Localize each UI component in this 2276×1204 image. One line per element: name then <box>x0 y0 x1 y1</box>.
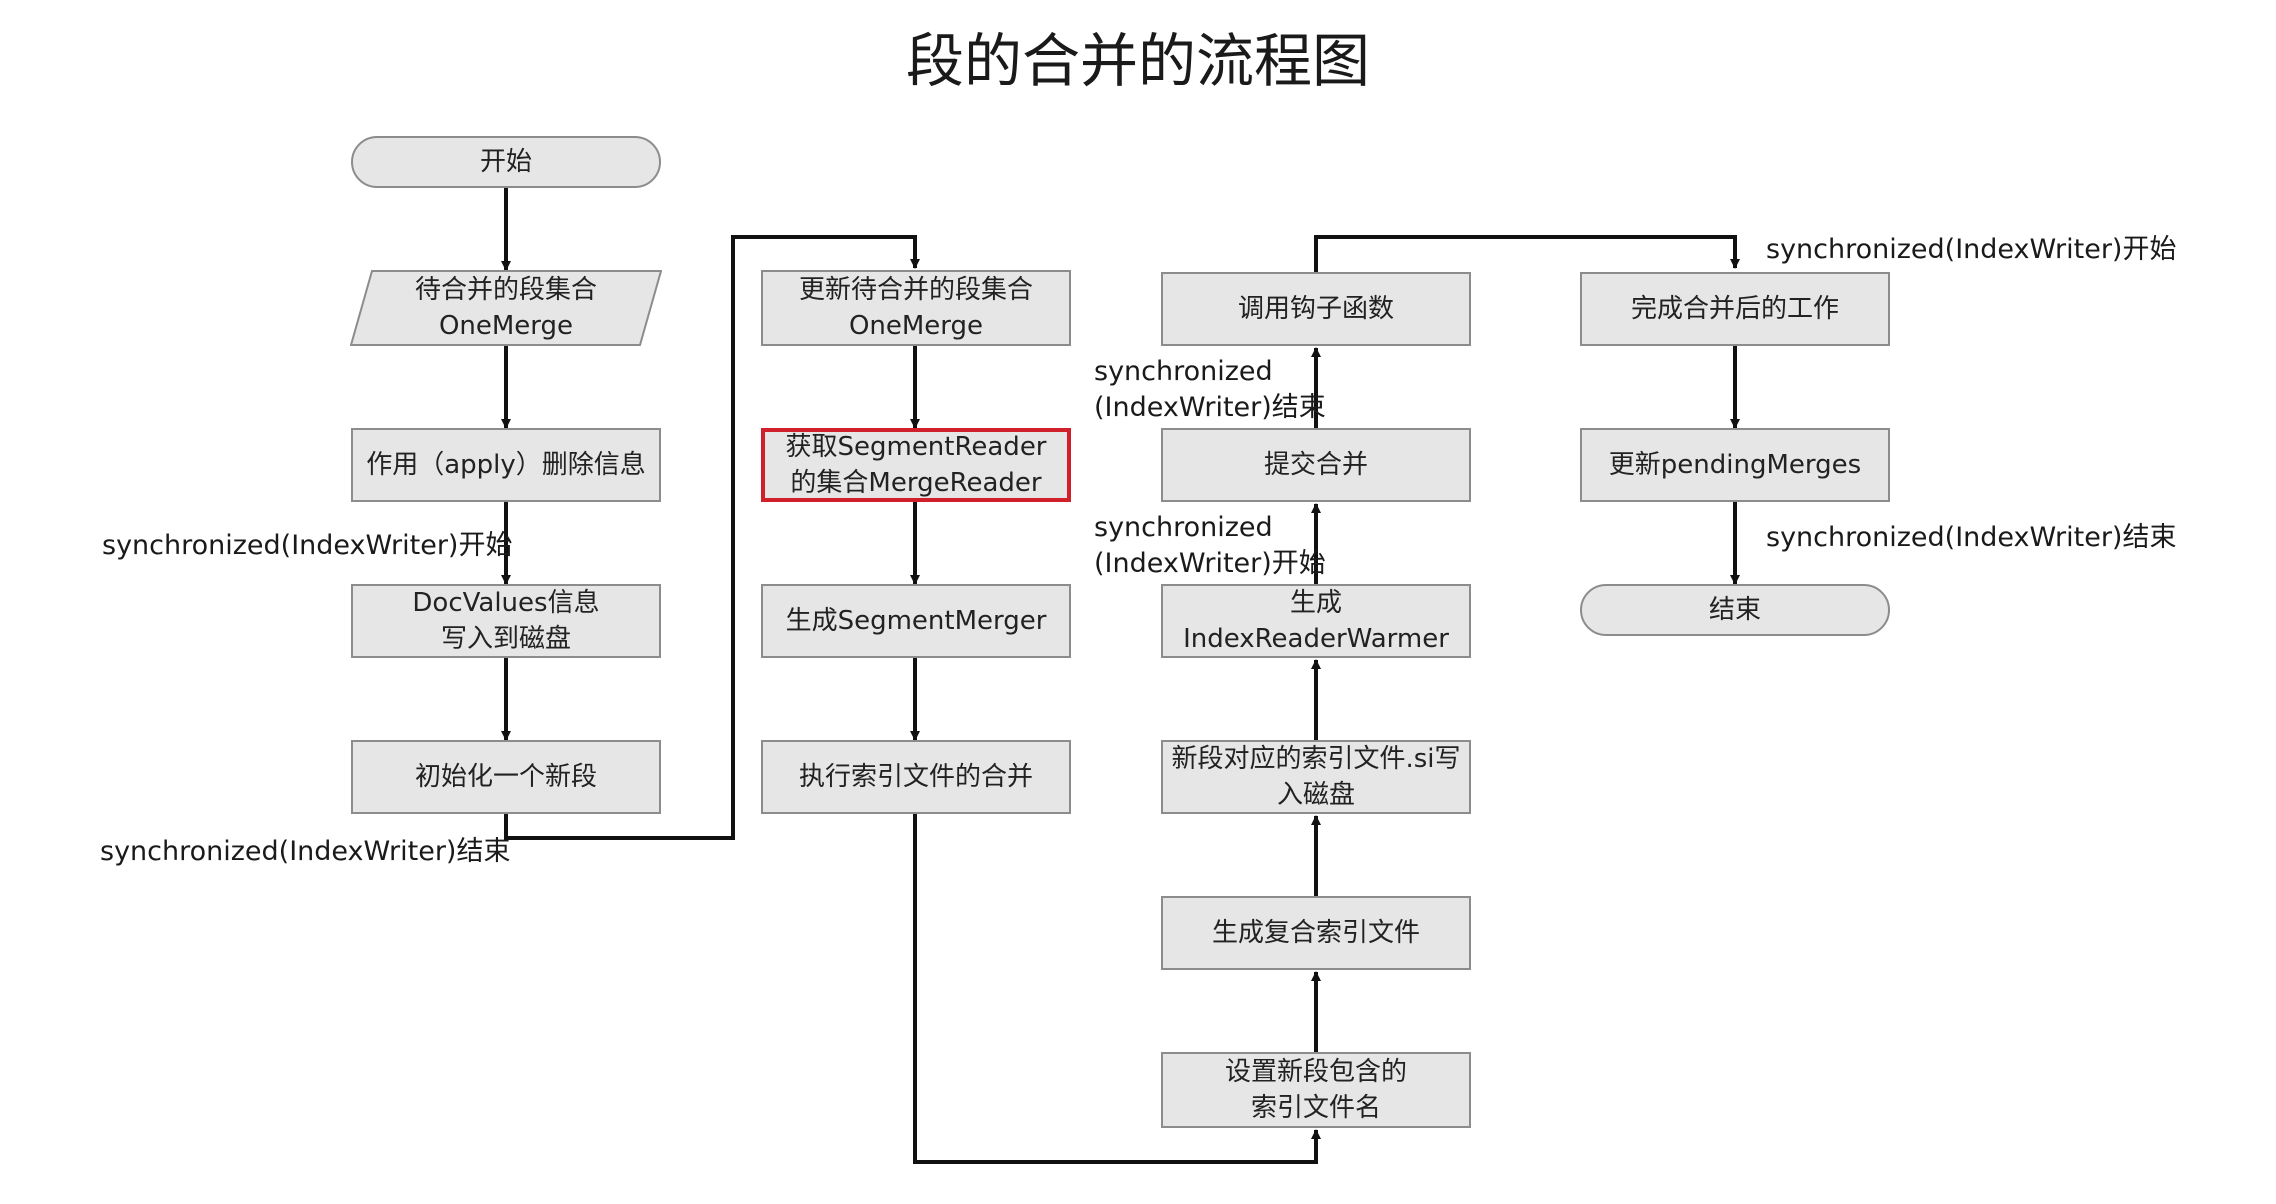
edge-hook-to-finish <box>1314 235 1740 272</box>
note-sync-start-2: synchronized (IndexWriter)开始 <box>1094 512 1326 579</box>
write-si-node: 新段对应的索引文件.si写 入磁盘 <box>1161 740 1471 814</box>
update-onemerge-node: 更新待合并的段集合 OneMerge <box>761 270 1071 346</box>
docvalues-node: DocValues信息 写入到磁盘 <box>351 584 661 658</box>
end-node: 结束 <box>1580 584 1890 636</box>
call-hook-node: 调用钩子函数 <box>1161 272 1471 346</box>
edge-exec-to-setfiles <box>913 814 1321 1164</box>
get-readers-node: 获取SegmentReader 的集合MergeReader <box>761 428 1071 502</box>
note-sync-start-3: synchronized(IndexWriter)开始 <box>1766 234 2177 265</box>
exec-merge-node: 执行索引文件的合并 <box>761 740 1071 814</box>
gen-warmer-node: 生成IndexReaderWarmer <box>1161 584 1471 658</box>
start-node: 开始 <box>351 136 661 188</box>
commit-merge-node: 提交合并 <box>1161 428 1471 502</box>
diagram-title: 段的合并的流程图 <box>905 27 1370 95</box>
gen-compound-node: 生成复合索引文件 <box>1161 896 1471 970</box>
update-pending-node: 更新pendingMerges <box>1580 428 1890 502</box>
set-files-node: 设置新段包含的 索引文件名 <box>1161 1052 1471 1128</box>
edge-init-to-update <box>504 235 920 840</box>
note-sync-end-1: synchronized(IndexWriter)结束 <box>100 836 511 867</box>
note-sync-end-3: synchronized(IndexWriter)结束 <box>1766 522 2177 553</box>
apply-deletes-node: 作用（apply）删除信息 <box>351 428 661 502</box>
note-sync-end-2: synchronized (IndexWriter)结束 <box>1094 356 1326 423</box>
init-segment-node: 初始化一个新段 <box>351 740 661 814</box>
note-sync-start-1: synchronized(IndexWriter)开始 <box>102 530 513 561</box>
onemerge-input-node: 待合并的段集合 OneMerge <box>350 270 662 346</box>
finish-work-node: 完成合并后的工作 <box>1580 272 1890 346</box>
onemerge-input-label: 待合并的段集合 OneMerge <box>414 275 597 341</box>
parallelogram-shape <box>350 270 662 346</box>
gen-merger-node: 生成SegmentMerger <box>761 584 1071 658</box>
